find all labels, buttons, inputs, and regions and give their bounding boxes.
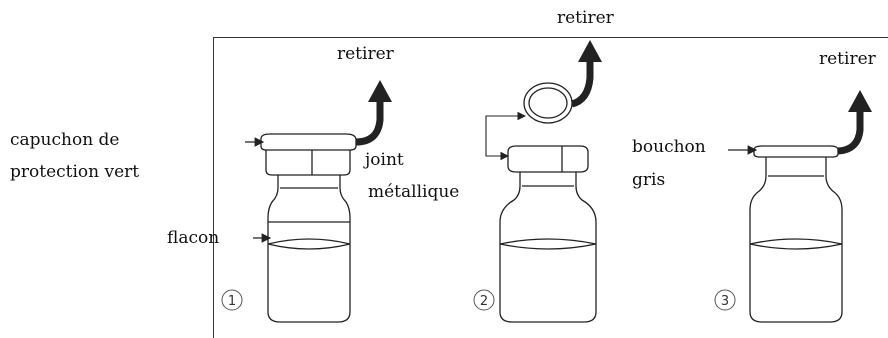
vial-3: [749, 90, 872, 323]
diagram-drawing: 1: [221, 40, 872, 323]
step-3-marker: 3: [714, 289, 736, 311]
svg-text:3: 3: [721, 294, 729, 309]
label-joint-line2: métallique: [368, 182, 460, 202]
vial-cap-removal-diagram: 1: [10, 8, 888, 338]
label-retirer-3: retirer: [819, 49, 876, 69]
step-1-marker: 1: [221, 289, 243, 311]
label-bouchon-line2: gris: [632, 170, 666, 190]
label-bouchon-line1: bouchon: [632, 137, 706, 157]
svg-text:2: 2: [480, 294, 488, 309]
label-capuchon-line2: protection vert: [10, 162, 140, 182]
label-retirer-2: retirer: [557, 8, 614, 28]
label-joint-line1: joint: [365, 150, 404, 170]
svg-text:1: 1: [228, 294, 236, 309]
step-2-marker: 2: [473, 289, 495, 311]
diagram-frame: [213, 37, 888, 338]
vial-1: [260, 80, 392, 323]
label-flacon: flacon: [167, 228, 220, 248]
label-capuchon-line1: capuchon de: [10, 130, 120, 150]
label-retirer-1: retirer: [337, 44, 394, 64]
vial-2: [485, 40, 602, 323]
